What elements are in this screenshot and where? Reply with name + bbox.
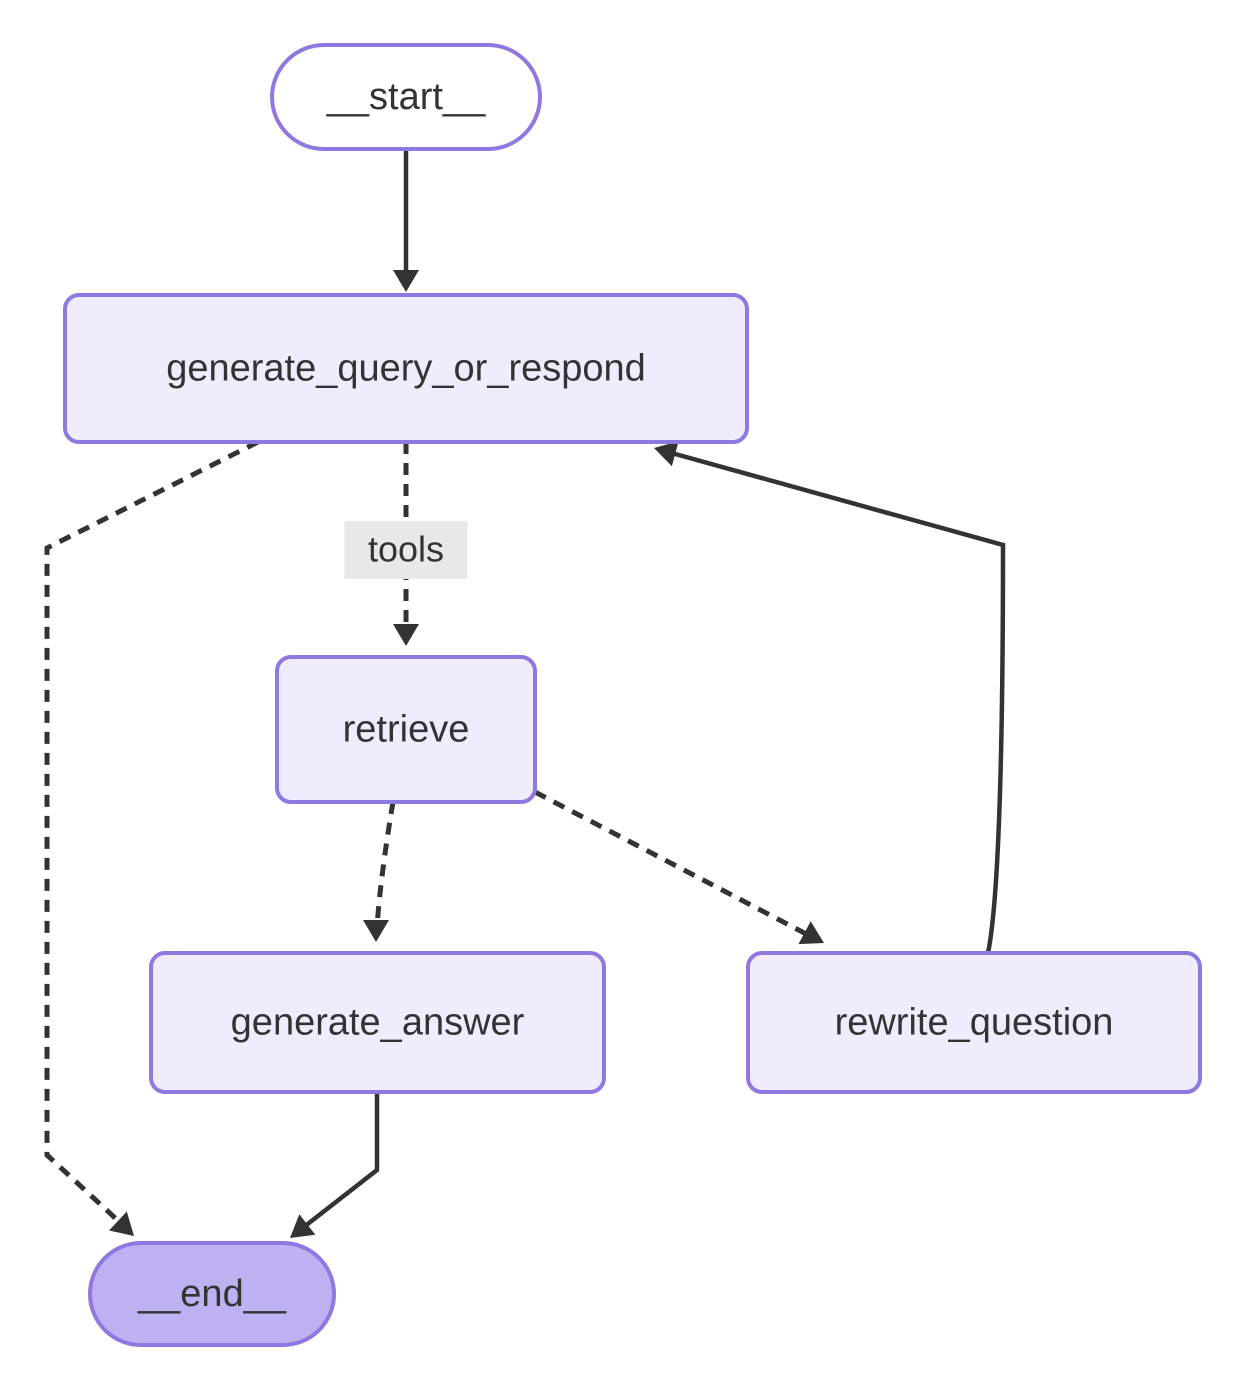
edge-retrieve-to-generate-answer (363, 801, 396, 942)
node-retrieve[interactable]: retrieve (275, 655, 537, 804)
edge-line (667, 449, 1006, 954)
node-label: retrieve (343, 709, 470, 751)
arrowhead-icon (654, 441, 679, 467)
node-label: __end__ (137, 1273, 287, 1315)
arrowhead-icon (393, 270, 419, 292)
edge-label-text: tools (368, 529, 444, 570)
node-label: __start__ (326, 76, 486, 118)
edge-line (44, 439, 260, 1230)
node-label: rewrite_question (835, 1002, 1114, 1044)
node-generate_answer[interactable]: generate_answer (149, 951, 606, 1094)
edges-layer: tools (44, 149, 1006, 1238)
node-shape[interactable] (63, 293, 749, 444)
edge-rewrite-to-generate (654, 441, 1006, 954)
node-shape[interactable] (88, 1241, 336, 1347)
node-shape[interactable] (275, 655, 537, 804)
nodes-layer: __start__ generate_query_or_respondretrie… (63, 43, 1202, 1347)
arrowhead-icon (109, 1211, 134, 1236)
node-generate_query_or_respond[interactable]: generate_query_or_respond (63, 293, 749, 444)
node-label: generate_answer (231, 1002, 525, 1044)
edge-generate-to-end (44, 439, 260, 1236)
edge-start-to-generate (393, 149, 419, 292)
edge-line (374, 801, 396, 929)
node-label: generate_query_or_respond (166, 348, 646, 390)
edge-line (533, 789, 814, 940)
edge-label-background (344, 521, 468, 579)
arrowhead-icon (290, 1214, 316, 1238)
edge-generate-answer-to-end (290, 1092, 380, 1238)
node-start[interactable]: __start__ (270, 43, 542, 151)
edge-label-generate-to-retrieve: tools (344, 521, 468, 579)
edge-line (298, 1092, 380, 1232)
node-shape[interactable] (746, 951, 1202, 1094)
edge-retrieve-to-rewrite (533, 789, 824, 945)
node-end[interactable]: __end__ (88, 1241, 336, 1347)
node-rewrite_question[interactable]: rewrite_question (746, 951, 1202, 1094)
arrowhead-icon (363, 920, 389, 942)
arrowhead-icon (393, 624, 419, 646)
node-shape[interactable] (270, 43, 542, 151)
arrowhead-icon (798, 921, 824, 945)
node-shape[interactable] (149, 951, 606, 1094)
